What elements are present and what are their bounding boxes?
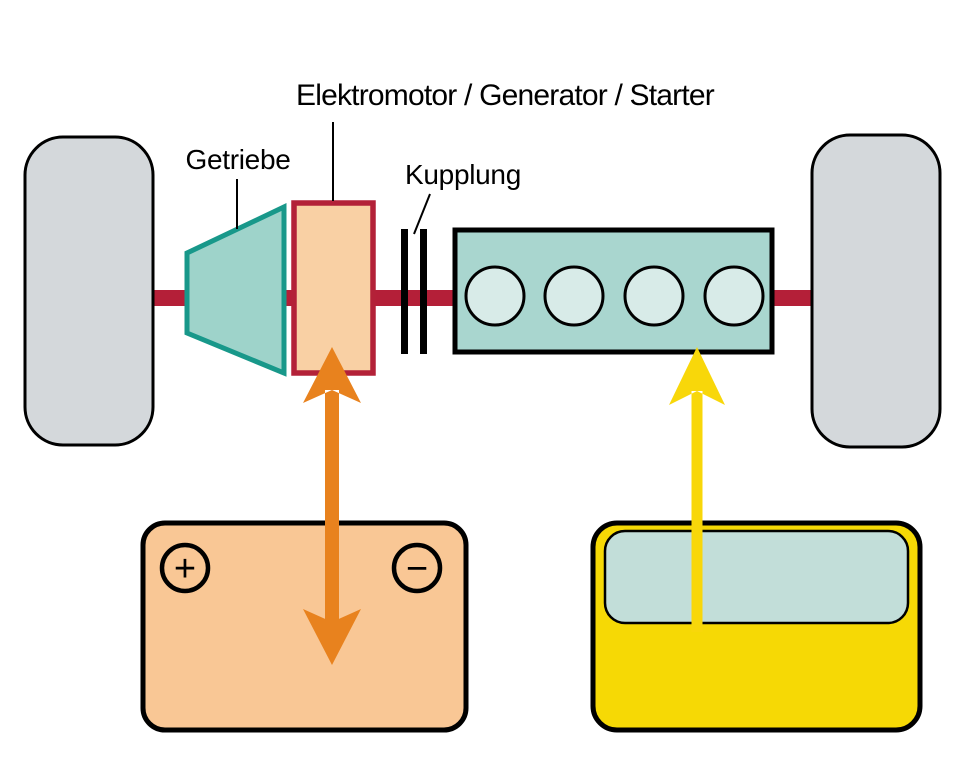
minus-terminal-circle [391,542,443,594]
clutch-disc-left [401,229,408,354]
plus-terminal-circle [159,542,211,594]
engine-cylinder [543,265,605,327]
fuel-arrow-icon [669,347,725,632]
engine-cylinder [703,265,765,327]
battery-arrow-icon [303,347,361,665]
clutch-label: Kupplung [405,159,521,190]
electric-motor-shape [291,200,376,376]
fuel-tank-window [603,529,910,625]
clutch-disc-right [420,229,427,354]
plus-terminal-icon: + [159,542,211,594]
plus-terminal-symbol: + [174,548,196,590]
leader-line-clutch [413,193,431,235]
engine-cylinder [623,265,685,327]
electric-motor-label: Elektromotor / Generator / Starter [296,79,715,112]
right-wheel [810,133,942,449]
minus-terminal-symbol: − [406,548,428,590]
left-wheel [23,135,155,447]
gearbox-shape [184,203,287,377]
minus-terminal-icon: − [391,542,443,594]
engine-cylinder [464,265,526,327]
battery-box [140,520,469,733]
gearbox-label: Getriebe [186,144,291,175]
